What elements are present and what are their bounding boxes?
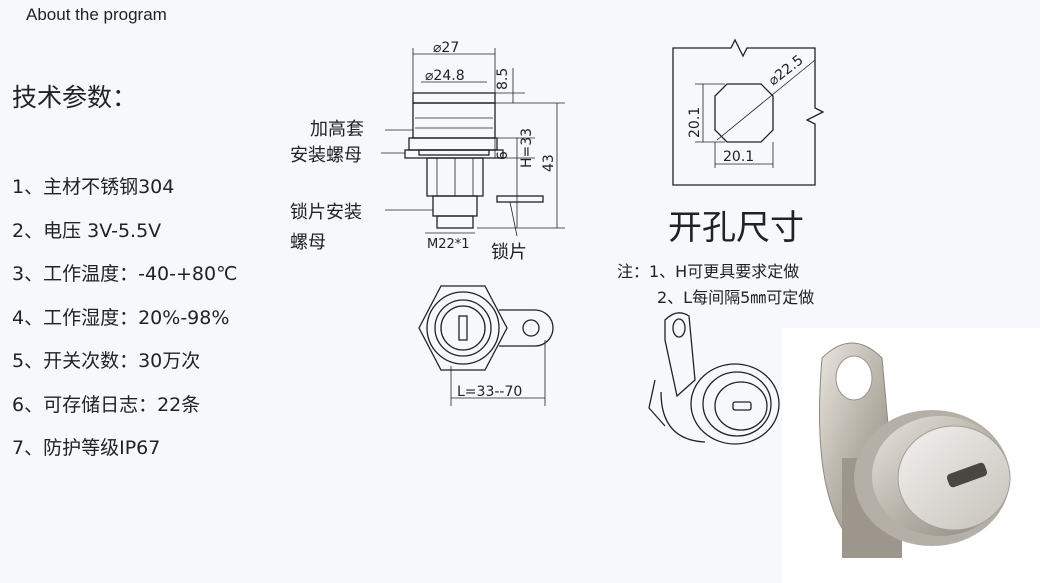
spec-item-humidity: 4、工作湿度：20%-98% [12,306,230,329]
label-lock-tab-nut-line1: 锁片安装 [290,202,362,223]
page-header-title: About the program [26,5,167,24]
spec-item-protection: 7、防护等级IP67 [12,437,161,459]
dim-outer-diameter: ⌀27 [433,40,459,56]
dim-overall-height: 43 [541,154,557,172]
spec-item-temperature: 3、工作温度：-40-+80℃ [12,263,238,285]
cutout-drawing: ⌀22.5 20.1 20.1 [672,38,825,186]
cutout-title: 开孔尺寸 [668,208,804,248]
dim-inner-diameter: ⌀24.8 [425,68,465,84]
label-lock-tab: 锁片 [491,242,527,263]
dim-cutout-height: 20.1 [687,107,703,138]
dim-h-height: H=33 [519,128,535,168]
spec-heading: 技术参数： [12,83,138,112]
spec-item-log: 6、可存储日志：22条 [12,393,201,416]
label-extension-sleeve: 加高套 [310,119,364,140]
dim-6: 6 [495,151,511,160]
spec-item-cycles: 5、开关次数：30万次 [12,350,201,372]
spec-item-material: 1、主材不锈钢304 [12,176,175,198]
dim-top-height: 8.5 [495,68,511,90]
label-mounting-nut: 安装螺母 [290,145,362,166]
label-thread: M22*1 [427,237,470,252]
dim-lock-length: L=33--70 [457,384,522,400]
side-view-drawing: ⌀27 ⌀24.8 8.5 H=33 6 43 加高套 安装螺母 锁片安装 螺母… [290,40,565,263]
note-line-2: 2、L每间隔5㎜可定做 [657,288,815,307]
note-line-1: 注：1、H可更具要求定做 [617,262,800,281]
front-view-drawing: L=33--70 [418,285,554,406]
isometric-drawing [648,312,780,445]
spec-item-voltage: 2、电压 3V-5.5V [12,219,162,242]
dim-cutout-width: 20.1 [723,149,754,165]
label-lock-tab-nut-line2: 螺母 [290,232,326,253]
spec-list: 1、主材不锈钢304 2、电压 3V-5.5V 3、工作温度：-40-+80℃ … [12,172,237,477]
product-photo [782,328,1040,583]
